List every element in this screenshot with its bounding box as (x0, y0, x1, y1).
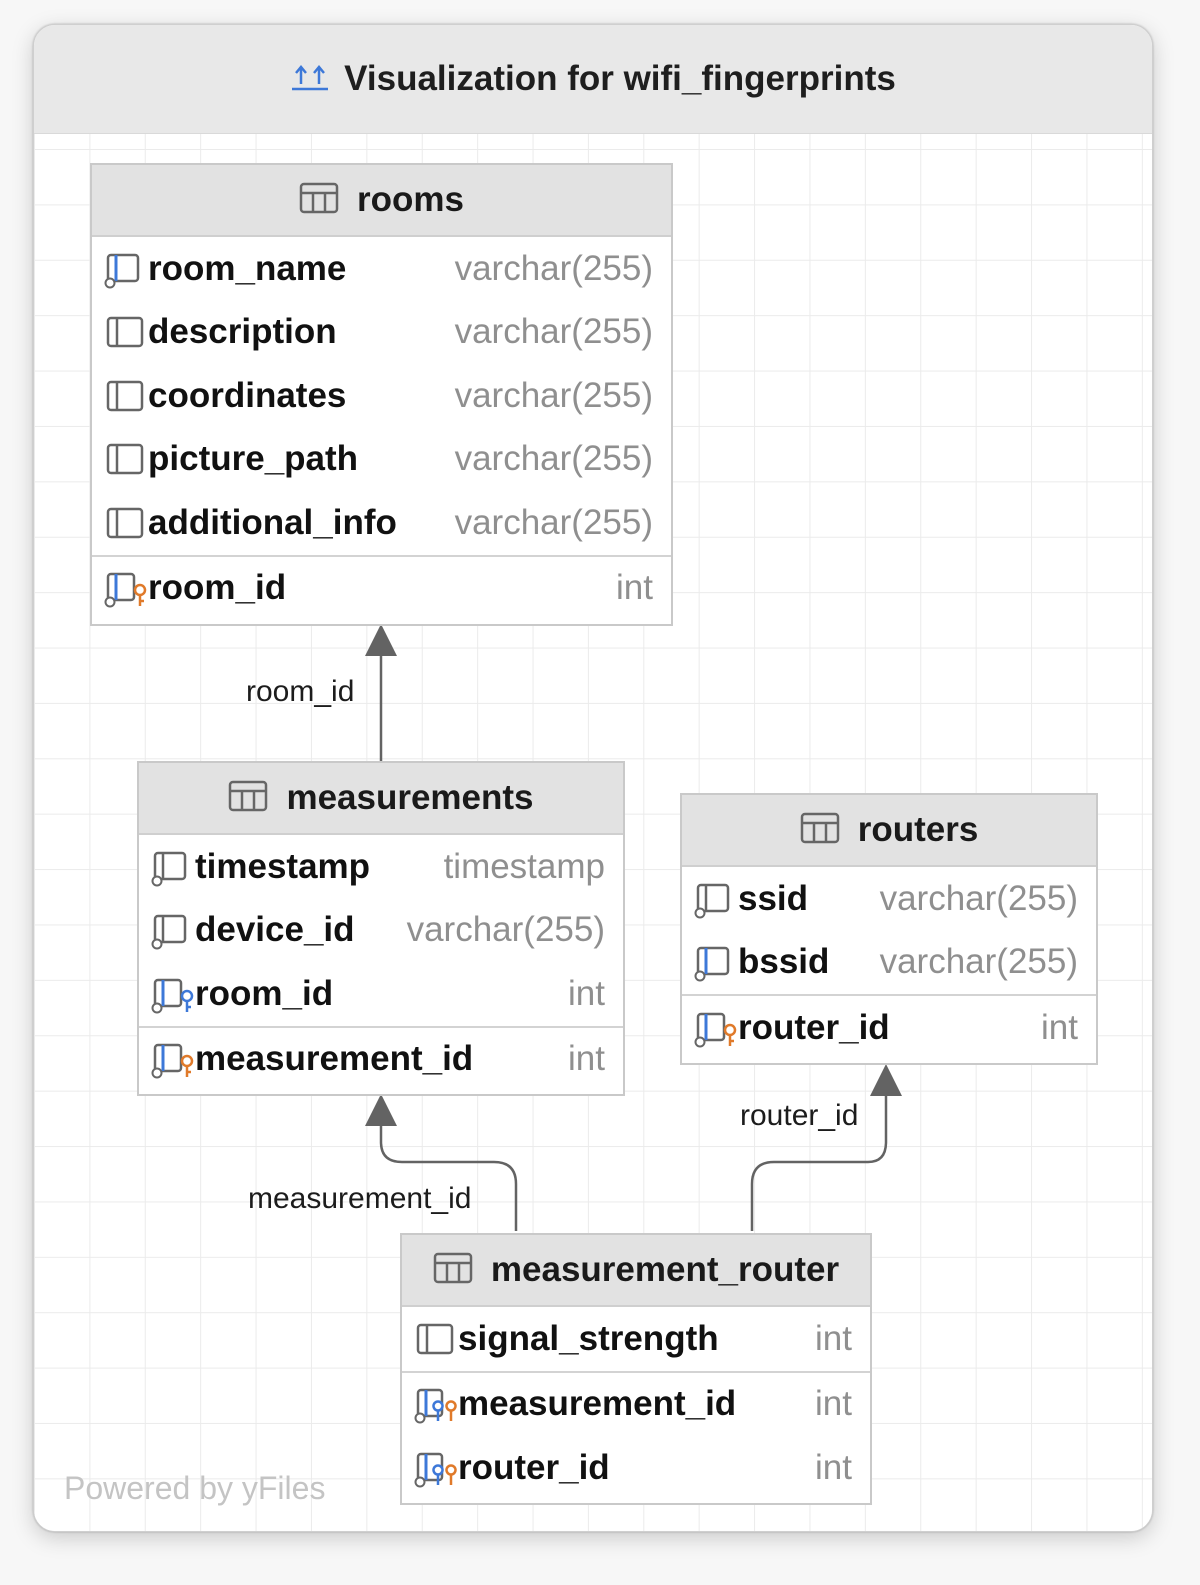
column-type: varchar(255) (406, 910, 605, 950)
table-measurements[interactable]: measurements timestamp timestamp device_… (137, 761, 625, 1096)
edge-label-room-id: room_id (246, 675, 355, 708)
column-type: varchar(255) (454, 248, 653, 288)
column-row[interactable]: ssid varchar(255) (682, 867, 1096, 931)
key-type: int (815, 1447, 852, 1487)
column-type: varchar(255) (454, 375, 653, 415)
foreign-key-icon (151, 974, 195, 1014)
key-row[interactable]: room_id int (92, 557, 671, 621)
column-row[interactable]: bssid varchar(255) (682, 931, 1096, 995)
diagram-title: Visualization for wifi_fingerprints (344, 59, 896, 98)
table-icon (299, 182, 339, 219)
edge-label-router-id: router_id (740, 1099, 859, 1132)
key-name: room_id (148, 568, 287, 608)
column-type: int (568, 973, 605, 1013)
column-icon (104, 503, 148, 543)
column-indexed-icon (151, 910, 195, 950)
column-icon (104, 312, 148, 352)
diagram-window: Visualization for wifi_fingerprints room… (33, 24, 1153, 1532)
column-type: varchar(255) (879, 878, 1078, 918)
column-type: varchar(255) (879, 942, 1078, 982)
column-indexed-icon (694, 879, 738, 919)
table-header: measurement_router (402, 1235, 870, 1307)
column-row[interactable]: timestamp timestamp (139, 835, 623, 899)
hierarchy-icon (290, 62, 330, 97)
table-header: measurements (139, 763, 623, 835)
key-separator (682, 994, 1096, 996)
column-name: additional_info (148, 502, 397, 542)
arrowhead-routers (870, 1064, 902, 1096)
primary-key-icon (151, 1039, 195, 1079)
key-name: measurement_id (195, 1039, 474, 1079)
table-rooms[interactable]: rooms room_name varchar(255) description… (90, 163, 673, 626)
column-type: varchar(255) (454, 502, 653, 542)
table-icon (433, 1252, 473, 1289)
primary-key-icon (104, 568, 148, 608)
key-row[interactable]: measurement_id int (139, 1028, 623, 1092)
arrowhead-rooms (365, 624, 397, 656)
key-row[interactable]: measurement_id int (402, 1373, 870, 1437)
table-icon (228, 780, 268, 817)
table-name: measurements (286, 778, 534, 817)
column-indexed-icon (151, 847, 195, 887)
table-measurement-router[interactable]: measurement_router signal_strength int m… (400, 1233, 872, 1505)
relation-edges (365, 624, 902, 1231)
column-name: coordinates (148, 375, 347, 415)
column-icon (104, 439, 148, 479)
key-type: int (568, 1039, 605, 1079)
key-separator (139, 1025, 623, 1028)
table-icon (800, 812, 840, 849)
key-name: router_id (738, 1007, 890, 1047)
column-row[interactable]: additional_info varchar(255) (92, 491, 671, 555)
column-indexed-icon (694, 942, 738, 982)
column-type: varchar(255) (454, 439, 653, 479)
column-icon (104, 376, 148, 416)
column-row[interactable]: signal_strength int (402, 1307, 870, 1371)
column-type: timestamp (443, 846, 605, 886)
column-name: ssid (738, 878, 809, 918)
column-name: picture_path (148, 439, 359, 479)
key-type: int (616, 568, 653, 608)
key-type: int (1041, 1007, 1078, 1047)
key-name: measurement_id (458, 1384, 737, 1424)
table-header: rooms (92, 165, 671, 237)
column-row[interactable]: room_id int (139, 962, 623, 1026)
column-name: room_id (195, 973, 334, 1013)
composite-key-icon (414, 1448, 458, 1488)
column-indexed-icon (104, 249, 148, 289)
key-row[interactable]: router_id int (402, 1436, 870, 1500)
column-icon (414, 1319, 458, 1359)
column-type: int (815, 1318, 852, 1358)
composite-key-icon (414, 1384, 458, 1424)
column-name: timestamp (195, 846, 371, 886)
column-name: room_name (148, 248, 347, 288)
key-type: int (815, 1384, 852, 1424)
column-name: device_id (195, 910, 355, 950)
column-row[interactable]: device_id varchar(255) (139, 899, 623, 963)
table-name: rooms (357, 180, 464, 219)
title-bar: Visualization for wifi_fingerprints (34, 25, 1152, 134)
column-row[interactable]: room_name varchar(255) (92, 237, 671, 301)
diagram-canvas[interactable]: room_id measurement_id router_id rooms r… (34, 134, 1152, 1531)
primary-key-icon (694, 1008, 738, 1048)
edge-router-id (750, 1086, 888, 1231)
edge-measurement-id (379, 1116, 518, 1231)
column-name: description (148, 312, 337, 352)
key-separator (92, 554, 671, 557)
column-name: signal_strength (458, 1318, 719, 1358)
powered-by-label: Powered by yFiles (64, 1470, 326, 1506)
table-name: measurement_router (490, 1250, 840, 1289)
column-name: bssid (738, 942, 830, 982)
column-type: varchar(255) (454, 312, 653, 352)
table-header: routers (682, 795, 1096, 867)
column-row[interactable]: picture_path varchar(255) (92, 428, 671, 492)
key-separator (402, 1370, 870, 1373)
key-name: router_id (458, 1447, 610, 1487)
arrowhead-measurements (365, 1094, 397, 1126)
table-routers[interactable]: routers ssid varchar(255) bssid varchar(… (680, 793, 1098, 1065)
key-row[interactable]: router_id int (682, 996, 1096, 1060)
column-row[interactable]: coordinates varchar(255) (92, 364, 671, 428)
edge-label-measurement-id: measurement_id (248, 1182, 472, 1215)
column-row[interactable]: description varchar(255) (92, 301, 671, 365)
table-name: routers (857, 810, 979, 849)
